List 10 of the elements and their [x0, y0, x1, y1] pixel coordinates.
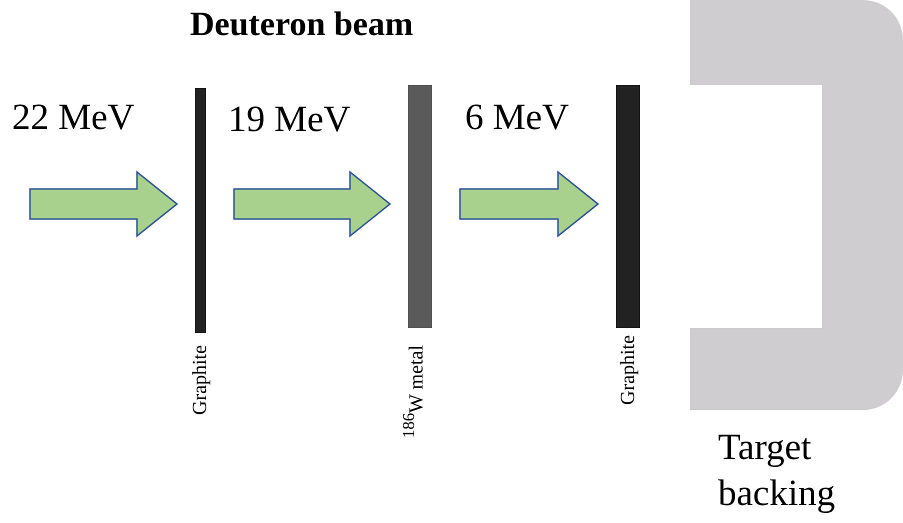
- foil-label: Graphite: [189, 345, 211, 415]
- beam-arrow: [29, 170, 178, 238]
- target-label: Target backing: [718, 426, 836, 516]
- beam-arrow: [459, 170, 600, 238]
- beam-arrow: [233, 170, 392, 238]
- diagram-title: Deuteron beam: [190, 6, 414, 44]
- foil-label: Graphite: [617, 335, 639, 405]
- energy-label: 6 MeV: [465, 98, 569, 138]
- energy-label: 19 MeV: [228, 100, 350, 140]
- energy-label: 22 MeV: [12, 98, 134, 138]
